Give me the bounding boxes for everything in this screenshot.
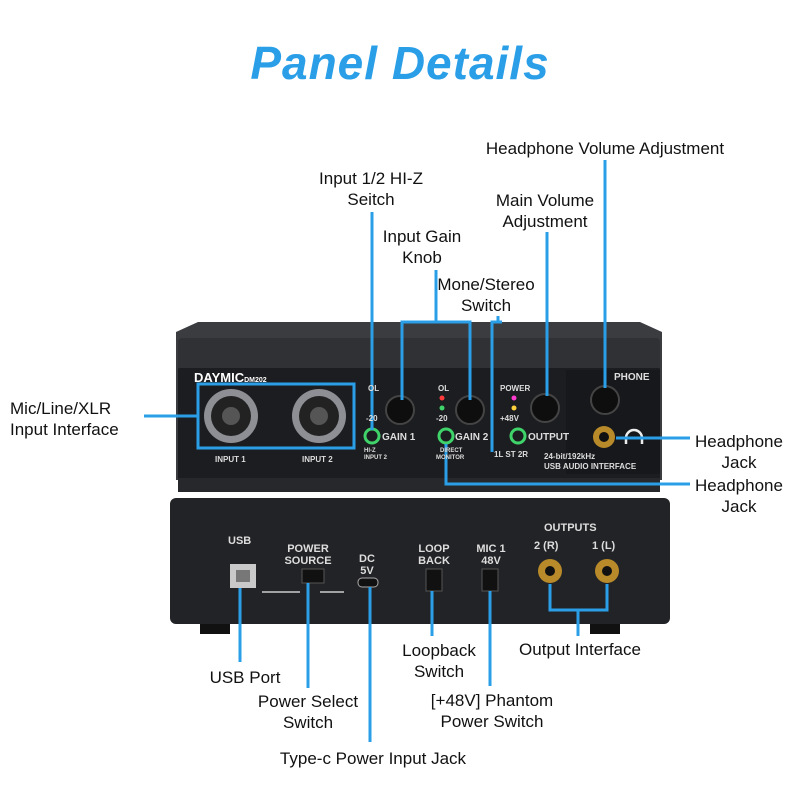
hiz-input-label: INPUT 2	[364, 455, 388, 461]
back-usb-label: USB	[228, 535, 252, 547]
back-unit	[170, 498, 670, 634]
gain1-label: GAIN 1	[382, 432, 416, 443]
gain2-label: GAIN 2	[455, 432, 489, 443]
phone-label: PHONE	[614, 372, 650, 383]
label-output-interface: Output Interface	[519, 640, 641, 659]
back-out2-label: 2 (R)	[534, 540, 559, 552]
usb-audio-label: USB AUDIO INTERFACE	[544, 462, 637, 471]
page-title: Panel Details	[250, 37, 550, 89]
direct-label: DIRECT	[440, 448, 463, 454]
monitor-label: MONITOR	[436, 455, 465, 461]
power-led-label: POWER	[500, 384, 531, 393]
output-label: OUTPUT	[528, 432, 570, 443]
spec-label: 24-bit/192kHz	[544, 452, 596, 461]
input1-label: INPUT 1	[215, 455, 246, 464]
label-headphone-volume: Headphone Volume Adjustment	[485, 139, 725, 158]
hiz-label: HI-Z	[364, 448, 376, 454]
input2-label: INPUT 2	[302, 455, 333, 464]
callout-lines	[144, 160, 690, 742]
ol1-label: OL	[368, 384, 380, 393]
brand-label: DAYMICDM202	[194, 370, 267, 385]
back-out1-label: 1 (L)	[592, 540, 616, 552]
label-typec: Type-c Power Input Jack	[279, 749, 467, 768]
ol2-label: OL	[438, 384, 450, 393]
lst-label: 1L ST 2R	[494, 450, 529, 459]
minus20-b: -20	[436, 414, 448, 423]
minus20-a: -20	[366, 414, 378, 423]
label-usb-port: USB Port	[209, 668, 281, 687]
front-unit	[176, 322, 662, 492]
back-outputs-label: OUTPUTS	[544, 522, 597, 534]
v48-led-label: +48V	[500, 414, 519, 423]
